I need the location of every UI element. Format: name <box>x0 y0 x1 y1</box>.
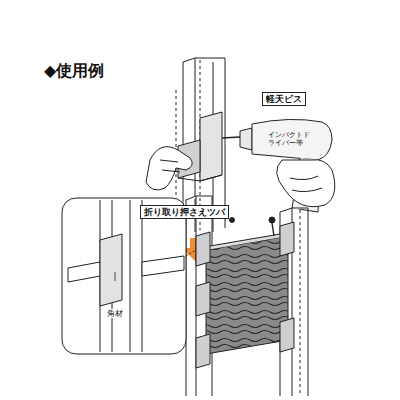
heading: ◆使用例 <box>44 62 104 80</box>
part-label: 角材 <box>106 309 124 318</box>
part-label: 軽天ビス <box>262 92 306 106</box>
tool-label: インパクトドライバー等 <box>268 131 312 147</box>
part-label: 折り取り押さえツバ <box>140 205 229 219</box>
